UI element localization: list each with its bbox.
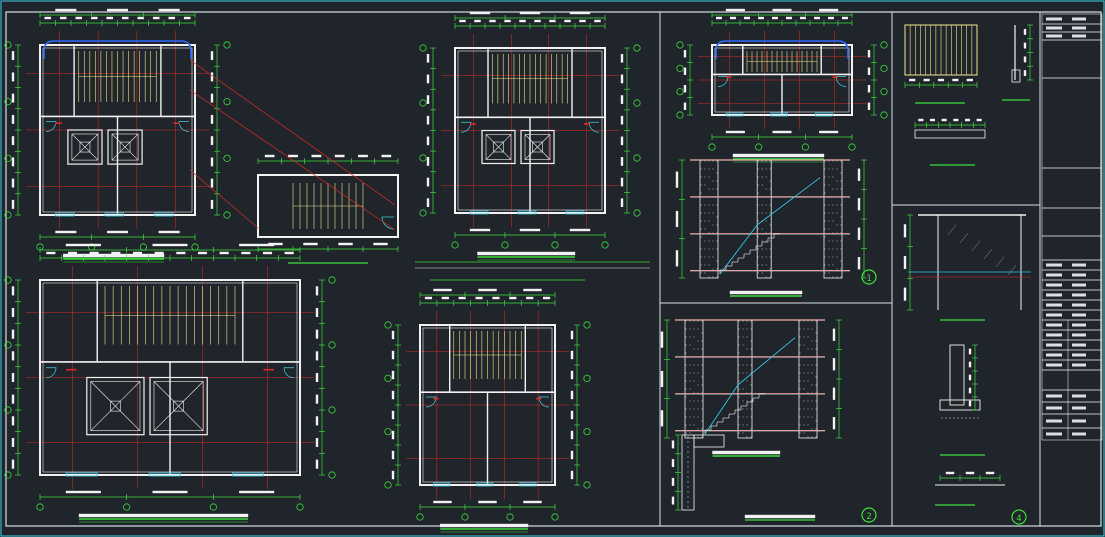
title-block-text-mark [1072,34,1086,38]
marker-1-label: 1 [866,274,871,284]
title-block-cell [1041,39,1103,79]
title-block-text-mark [1072,283,1086,287]
title-block-text-mark [1072,303,1086,307]
title-block-text-mark [1072,406,1086,410]
title-block-text-mark [1072,353,1086,357]
title-block-text-mark [1046,363,1062,367]
title-block-text-mark [1072,343,1086,347]
plan-top-right [676,8,888,163]
section-2 [660,319,842,457]
sheet-border [5,11,1102,527]
title-block [1041,13,1103,441]
title-block-text-mark [1072,263,1086,267]
title-block-text-mark [1046,283,1062,287]
title-block-text-mark [1046,406,1062,410]
detail-marker-2: 2 [861,507,877,523]
title-block-text-mark [1072,432,1086,436]
title-block-text-mark [1046,432,1062,436]
title-block-text-mark [1072,419,1086,423]
title-block-text-mark [1046,419,1062,423]
section-1 [675,159,867,297]
title-block-text-mark [1072,26,1086,30]
marker-2-label: 2 [866,512,871,522]
title-block-text-mark [1046,273,1062,277]
detail-marker-4: 4 [1011,509,1027,525]
detail-small-section [671,434,816,521]
title-block-text-mark [1046,34,1062,38]
title-block-cell [1041,235,1103,261]
title-block-text-mark [1046,313,1062,317]
title-block-cell [1041,77,1103,169]
marker-4-label: 4 [1016,514,1021,524]
plan-bottom-center [384,288,591,533]
plan-top-left [4,8,231,263]
title-block-text-mark [1072,333,1086,337]
title-block-cell [1041,427,1103,441]
title-block-text-mark [1046,353,1062,357]
plan-bottom-left [4,243,336,523]
title-block-cell [1041,207,1103,237]
title-block-text-mark [1046,293,1062,297]
title-block-text-mark [1046,343,1062,347]
title-block-cell [1041,369,1103,391]
title-block-text-mark [1072,363,1086,367]
title-block-text-mark [1046,394,1062,398]
title-block-text-mark [1072,323,1086,327]
title-block-text-mark [1046,323,1062,327]
title-block-cell [1041,167,1103,209]
plan-top-center [419,11,641,261]
title-block-text-mark [1046,303,1062,307]
title-block-text-mark [1046,263,1062,267]
title-block-text-mark [1046,333,1062,337]
detail-marker-1: 1 [861,269,877,285]
stair-plan-small [189,59,399,264]
detail-railing-elevation [904,24,1033,166]
detail-glass-guard [903,214,1031,506]
title-block-text-mark [1072,313,1086,317]
title-block-text-mark [1046,26,1062,30]
title-block-text-mark [1046,17,1062,21]
title-block-text-mark [1072,17,1086,21]
title-block-text-mark [1072,293,1086,297]
title-block-text-mark [1072,394,1086,398]
title-block-text-mark [1072,273,1086,277]
note-lines [415,261,650,281]
